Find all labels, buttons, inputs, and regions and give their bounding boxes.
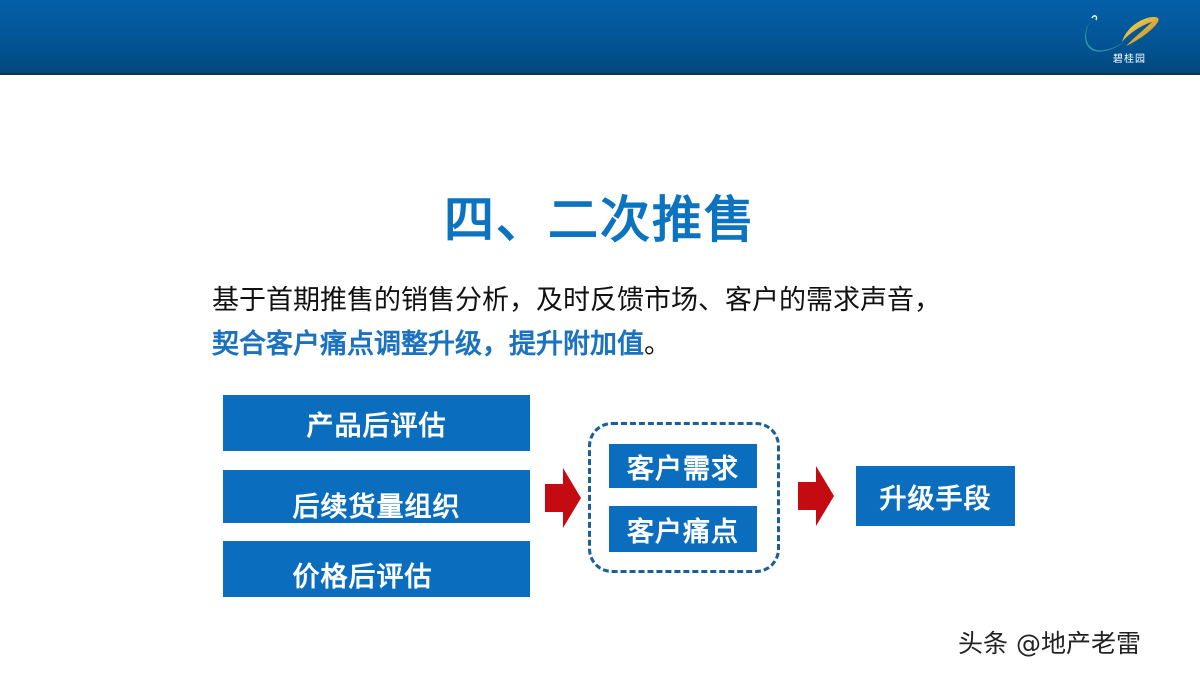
description-line-1: 基于首期推售的销售分析，及时反馈市场、客户的需求声音， [212,285,941,316]
box-label: 产品后评估 [306,410,447,442]
highlight-text: 契合客户痛点调整升级，提升附加值 [212,329,644,360]
box-upgrade-measures: 升级手段 [856,466,1015,526]
customer-group-container [588,422,780,573]
logo-text: 碧桂园 [1113,54,1146,65]
slide-title: 四、二次推售 [444,191,756,249]
arrow-right-icon [545,468,581,528]
box-label: 升级手段 [879,483,992,515]
box-label: 价格后评估 [292,561,433,593]
box-label: 后续货量组织 [292,492,461,523]
box-customer-needs: 客户需求 [609,444,757,488]
period: 。 [644,329,671,360]
watermark: 头条 @地产老雷 [958,629,1141,658]
box-product-evaluation: 产品后评估 [223,395,530,451]
box-price-evaluation: 价格后评估 [223,541,530,597]
header-band [0,0,1200,75]
box-label: 客户痛点 [627,516,739,548]
phoenix-logo-icon [1085,15,1159,52]
box-inventory-organization: 后续货量组织 [223,470,530,523]
box-customer-pain-points: 客户痛点 [609,506,757,552]
box-label: 客户需求 [627,453,739,485]
arrow-right-icon [798,466,834,526]
description-line-2: 契合客户痛点调整升级，提升附加值。 [212,322,671,361]
